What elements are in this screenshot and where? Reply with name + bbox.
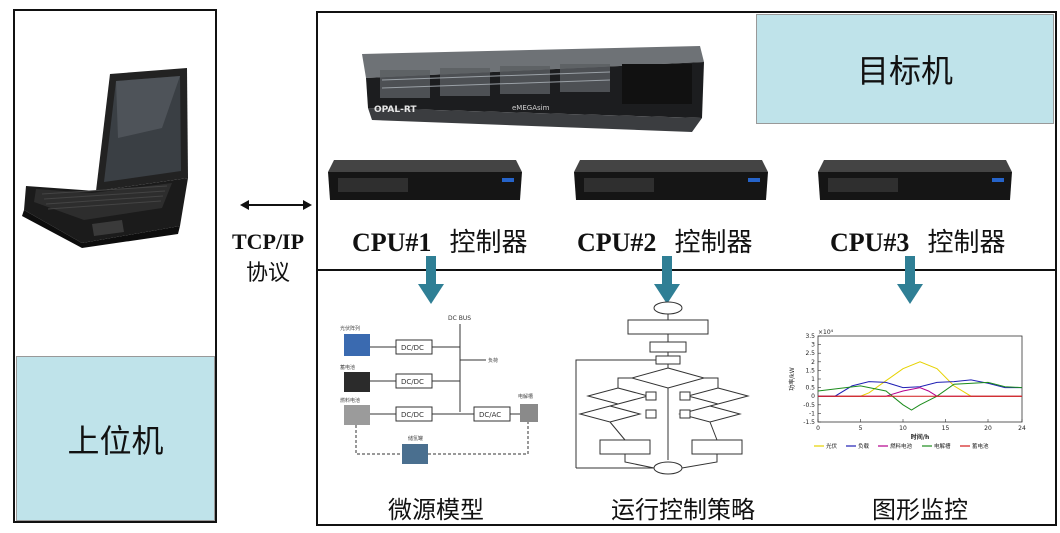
- x-tick-label: 15: [942, 425, 950, 432]
- svg-text:DC/DC: DC/DC: [401, 378, 424, 386]
- caption-graphical-monitoring: 图形监控: [872, 496, 968, 524]
- y-tick-label: 3: [811, 342, 815, 349]
- svg-text:DC/AC: DC/AC: [479, 411, 501, 419]
- y-tick-label: 3.5: [805, 333, 815, 340]
- rack-device-image: OPAL-RT eMEGAsim: [362, 46, 704, 132]
- cpu3-id: CPU#3: [830, 228, 910, 257]
- svg-text:光伏阵列: 光伏阵列: [340, 325, 360, 332]
- x-tick-label: 10: [899, 425, 907, 432]
- legend-label: 蓄电池: [972, 442, 989, 450]
- arrow-down-icon: [654, 256, 680, 304]
- y-tick-label: 0.5: [805, 385, 815, 392]
- svg-text:DC/DC: DC/DC: [401, 344, 424, 352]
- y-exponent: ×10⁴: [818, 329, 834, 336]
- cpu3-box-image: [818, 160, 1012, 200]
- cpu1-id: CPU#1: [352, 228, 432, 257]
- plot-area: [817, 335, 1023, 423]
- dc-bus-label: DC BUS: [448, 315, 471, 322]
- series-line-4: [817, 381, 1023, 411]
- svg-text:DC/DC: DC/DC: [401, 411, 424, 419]
- legend-label: 负载: [858, 442, 870, 450]
- y-axis-label: 功率/kW: [788, 367, 796, 390]
- legend-label: 电解槽: [934, 442, 951, 450]
- x-tick-label: 24: [1018, 425, 1026, 432]
- legend-label: 燃料电池: [890, 442, 913, 450]
- host-panel: [13, 9, 217, 523]
- arrow-down-icon: [418, 256, 444, 304]
- y-tick-label: 1: [811, 376, 815, 383]
- y-tick-label: -0.5: [803, 402, 815, 409]
- svg-text:蓄电池: 蓄电池: [340, 364, 355, 371]
- host-label: 上位机: [16, 356, 215, 521]
- svg-text:负荷: 负荷: [488, 357, 498, 364]
- cpu1-label: CPU#1 控制器: [352, 222, 527, 259]
- x-axis-label: 时间/h: [911, 433, 929, 441]
- y-tick-label: 2: [811, 359, 815, 366]
- microsource-diagram: DC BUS 光伏阵列 蓄电池 燃料电池 DC/DC DC/DC DC/DC D…: [340, 315, 538, 464]
- caption-microsource-model: 微源模型: [388, 496, 484, 524]
- y-tick-label: -1.5: [803, 419, 815, 426]
- y-tick-label: 0: [811, 393, 815, 400]
- cpu2-label: CPU#2 控制器: [577, 222, 752, 259]
- target-panel: [316, 11, 1057, 526]
- bidirectional-arrow-icon: [240, 200, 312, 210]
- svg-text:电解槽: 电解槽: [518, 393, 533, 400]
- caption-control-strategy: 运行控制策略: [611, 496, 755, 524]
- svg-text:储氢罐: 储氢罐: [408, 435, 423, 442]
- target-label: 目标机: [756, 14, 1054, 124]
- series-line-2: [818, 379, 1022, 397]
- device-brand: OPAL-RT: [374, 105, 417, 115]
- x-tick-label: 20: [984, 425, 992, 432]
- laptop-image: [22, 68, 188, 248]
- protocol-label: TCP/IP 协议: [218, 226, 318, 290]
- protocol-line1: TCP/IP: [231, 229, 305, 254]
- x-tick-label: 5: [859, 425, 863, 432]
- panel-divider: [316, 269, 1057, 271]
- cpu2-role: 控制器: [674, 228, 753, 258]
- cpu2-id: CPU#2: [577, 228, 657, 257]
- control-flowchart: [575, 301, 750, 475]
- protocol-line2: 协议: [245, 261, 290, 286]
- legend-label: 光伏: [826, 442, 838, 450]
- svg-text:燃料电池: 燃料电池: [340, 397, 360, 404]
- cpu2-box-image: [574, 160, 768, 200]
- device-model: eMEGAsim: [512, 104, 550, 112]
- cpu1-role: 控制器: [449, 228, 528, 258]
- cpu3-role: 控制器: [927, 228, 1006, 258]
- cpu1-box-image: [328, 160, 522, 200]
- y-tick-label: 2.5: [805, 350, 815, 357]
- x-tick-label: 0: [816, 425, 820, 432]
- cpu3-label: CPU#3 控制器: [830, 222, 1005, 259]
- y-tick-label: 1.5: [805, 367, 815, 374]
- arrow-down-icon: [897, 256, 923, 304]
- y-tick-label: -1: [809, 410, 815, 417]
